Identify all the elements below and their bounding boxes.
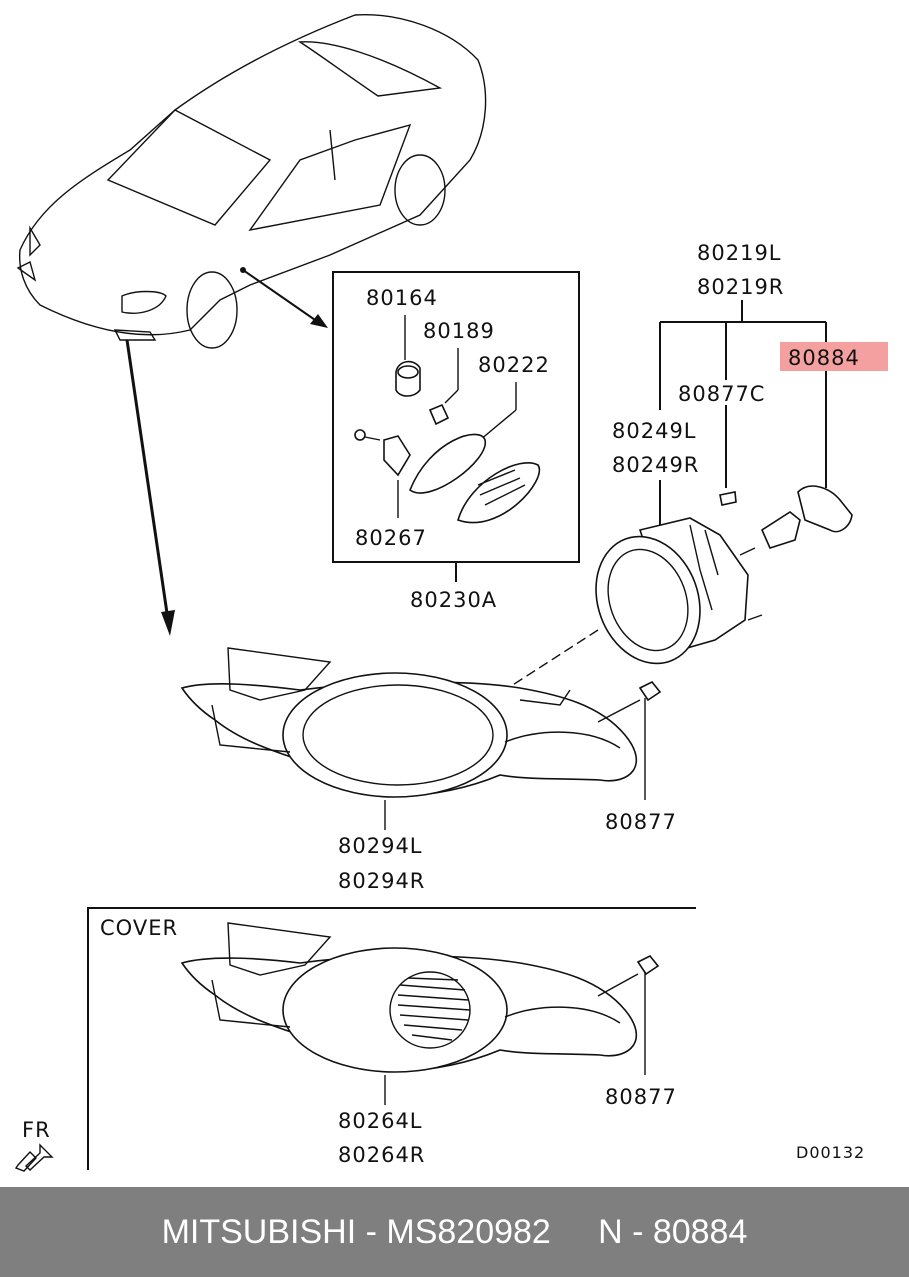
side-marker-parts	[354, 315, 541, 524]
fog-lamp-assembly	[595, 485, 853, 665]
label-80222: 80222	[478, 353, 550, 377]
label-80230A: 80230A	[410, 588, 497, 612]
cover-bezel	[180, 922, 638, 1073]
label-80877-top: 80877	[605, 810, 677, 834]
side-marker-box	[332, 271, 580, 563]
footer-bar: MITSUBISHI - MS820982 N - 80884	[0, 1187, 909, 1277]
label-80294L: 80294L	[338, 834, 423, 858]
label-80267: 80267	[355, 526, 427, 550]
diagram-code: D00132	[796, 1143, 865, 1162]
label-80884: 80884	[788, 346, 860, 370]
label-80294R: 80294R	[338, 869, 425, 893]
car-illustration	[16, 13, 487, 349]
highlight-80884	[780, 342, 888, 371]
label-80249R: 80249R	[612, 453, 699, 477]
front-direction-icon	[14, 1143, 54, 1172]
pointer-arrows	[125, 269, 328, 636]
fog-lamp-bracket-lines	[659, 300, 827, 525]
label-fr: FR	[22, 1118, 51, 1142]
label-80264L: 80264L	[338, 1109, 423, 1133]
label-80219L: 80219L	[697, 241, 782, 265]
label-80249L: 80249L	[612, 419, 697, 443]
parts-diagram: 80164 80189 80222 80267 80230A 80219L 80…	[14, 13, 888, 1172]
cover-screw	[597, 954, 660, 1075]
label-cover: COVER	[100, 916, 178, 940]
label-80219R: 80219R	[697, 275, 784, 299]
label-80877C: 80877C	[678, 382, 765, 406]
bezel-screw	[597, 680, 662, 800]
fog-lamp-guide-line	[507, 629, 599, 689]
cover-box	[87, 907, 696, 1170]
label-80877-bottom: 80877	[605, 1085, 677, 1109]
fog-lamp-bezel	[180, 647, 638, 798]
label-80189: 80189	[423, 319, 495, 343]
label-80264R: 80264R	[338, 1143, 425, 1167]
label-80164: 80164	[366, 286, 438, 310]
footer-part-number: MITSUBISHI - MS820982 N - 80884	[161, 1212, 748, 1251]
